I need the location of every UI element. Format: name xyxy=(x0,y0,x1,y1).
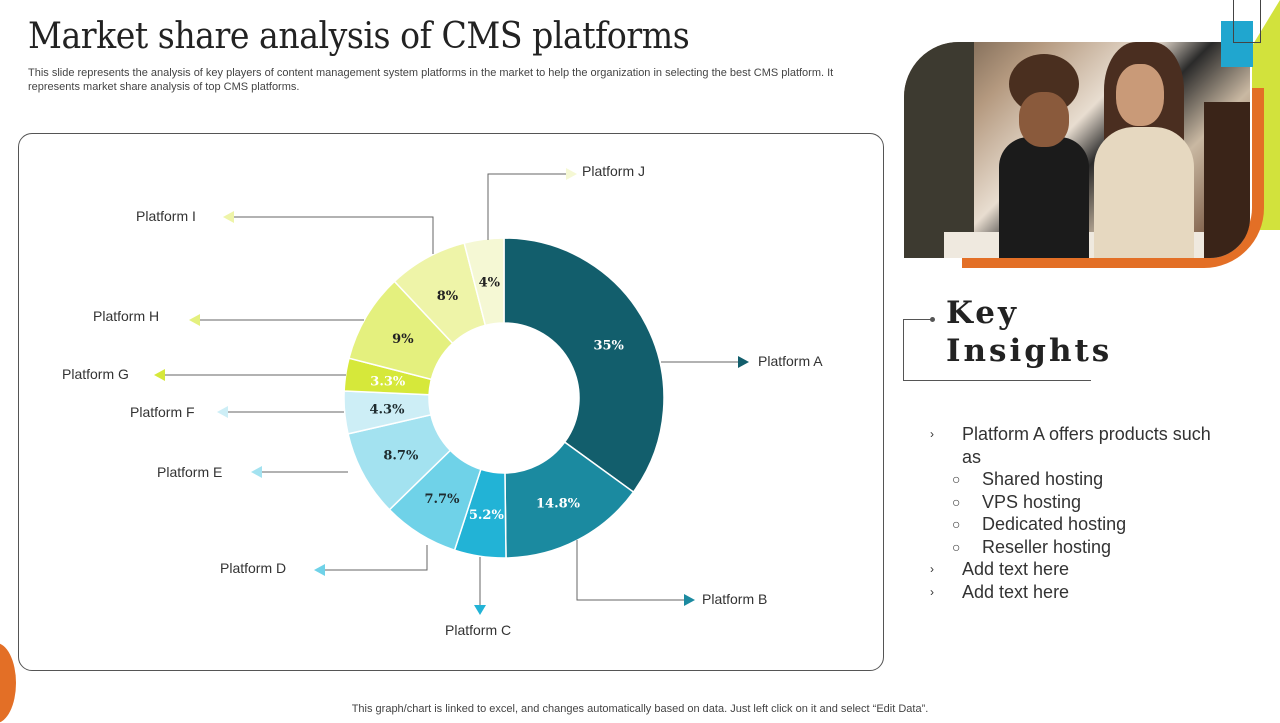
donut-slice-platform-j[interactable] xyxy=(463,237,505,327)
team-photo xyxy=(904,42,1250,258)
donut-chart[interactable]: 35% 14.8% 5.2% 7.7% 8.7% 4.3% 3.3% 9% 8% 4% xyxy=(0,0,900,700)
legend-label-platform-e: Platform E xyxy=(157,464,223,480)
slice-value-label: 7.7% xyxy=(424,492,460,507)
decorative-orange-frame xyxy=(962,88,1264,268)
decorative-orange-circle xyxy=(0,643,16,723)
slice-value-label: 4% xyxy=(479,275,501,290)
arrow-icon xyxy=(314,564,325,576)
chevron-bullet-icon: › xyxy=(930,427,934,441)
key-insights-dot xyxy=(930,317,935,322)
arrow-icon xyxy=(223,211,234,223)
slice-value-label: 8% xyxy=(437,289,459,304)
arrow-icon xyxy=(217,406,228,418)
circle-bullet-icon: ○ xyxy=(952,493,961,510)
arrow-icon xyxy=(474,605,486,615)
legend-label-platform-a: Platform A xyxy=(758,353,823,369)
circle-bullet-icon: ○ xyxy=(952,538,961,555)
key-insights-connector xyxy=(903,319,933,320)
legend-label-platform-f: Platform F xyxy=(130,404,195,420)
key-insights-title: Key Insights xyxy=(946,295,1113,369)
page-subtitle: This slide represents the analysis of ke… xyxy=(28,67,834,93)
slice-value-label: 8.7% xyxy=(383,448,419,463)
insight-subitem: ○Shared hosting xyxy=(952,469,1104,489)
slice-value-label: 5.2% xyxy=(469,508,505,523)
arrow-icon xyxy=(251,466,262,478)
callout-line xyxy=(487,173,566,240)
footer-note: This graph/chart is linked to excel, and… xyxy=(351,703,929,715)
insight-subitem: ○Dedicated hosting xyxy=(952,514,1127,534)
donut-slice-platform-a[interactable] xyxy=(503,237,665,494)
donut-slice-platform-b[interactable] xyxy=(504,441,635,559)
legend-label-platform-i: Platform I xyxy=(136,208,196,224)
callout-line xyxy=(576,540,684,601)
legend-label-platform-b: Platform B xyxy=(702,591,768,607)
insight-subitem: ○VPS hosting xyxy=(952,491,1082,512)
insight-subitem: ○Reseller hosting xyxy=(952,536,1112,557)
circle-bullet-icon: ○ xyxy=(952,516,961,532)
arrow-icon xyxy=(566,168,577,180)
chevron-bullet-icon: › xyxy=(930,584,934,599)
slice-value-label: 35% xyxy=(593,339,624,354)
legend-label-platform-g: Platform G xyxy=(62,366,129,382)
key-insights-list: ›Platform A offers products such as ○Sha… xyxy=(930,423,1230,603)
arrow-icon xyxy=(189,314,200,326)
key-insights-bracket xyxy=(903,319,1091,381)
slice-value-label: 4.3% xyxy=(369,403,405,418)
legend-label-platform-j: Platform J xyxy=(582,163,646,179)
chevron-bullet-icon: › xyxy=(930,562,934,576)
arrow-icon xyxy=(738,356,749,368)
insight-item: ›Add text here xyxy=(930,559,1070,579)
slice-value-label: 14.8% xyxy=(536,496,581,511)
circle-bullet-icon: ○ xyxy=(952,471,961,487)
callout-line xyxy=(325,545,428,571)
decorative-outline-square xyxy=(1233,0,1261,43)
callout-line xyxy=(234,216,434,254)
chart-container[interactable] xyxy=(18,133,884,671)
slice-value-label: 3.3% xyxy=(370,375,406,390)
insight-item: ›Add text here xyxy=(930,581,1070,602)
arrow-icon xyxy=(154,369,165,381)
legend-label-platform-d: Platform D xyxy=(220,560,287,576)
insight-item: ›Platform A offers products such as xyxy=(930,424,1211,467)
legend-label-platform-h: Platform H xyxy=(93,308,160,324)
page-title: Market share analysis of CMS platforms xyxy=(28,16,690,57)
slice-value-label: 9% xyxy=(392,332,414,347)
decorative-blue-square xyxy=(1221,21,1253,67)
arrow-icon xyxy=(684,594,695,606)
legend-label-platform-c: Platform C xyxy=(445,622,512,638)
